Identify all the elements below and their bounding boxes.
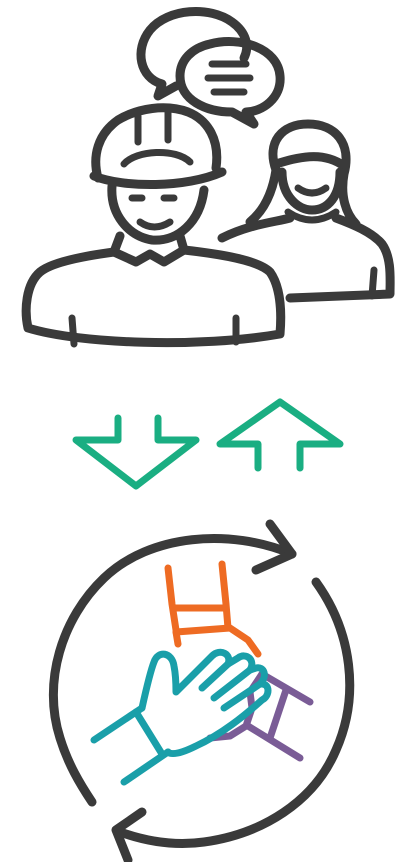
arrow-up-icon: [220, 402, 340, 468]
teamwork-hands-cycle-icon: [0, 512, 398, 862]
exchange-arrows-icon: [0, 390, 398, 510]
orange-hand-icon: [168, 564, 258, 654]
woman-icon: [222, 124, 390, 298]
teal-hand-icon: [94, 652, 268, 782]
cycle-arrows-icon: [53, 524, 349, 860]
workers-conversation-icon: [0, 0, 398, 370]
arrow-down-icon: [76, 418, 196, 486]
